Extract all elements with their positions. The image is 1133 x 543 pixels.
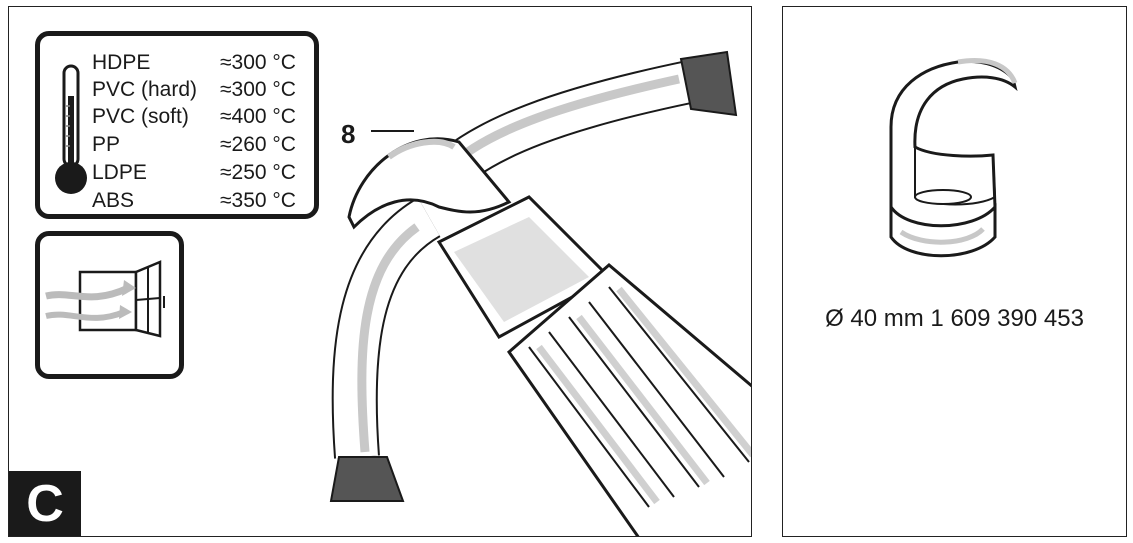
- material-name: PP: [92, 133, 121, 156]
- material-name: ABS: [92, 189, 135, 212]
- material-temperature: ≈250 °C: [220, 161, 296, 184]
- material-temperature: ≈300 °C: [220, 78, 296, 101]
- ventilation-window-icon: [45, 260, 165, 338]
- material-temperature: ≈300 °C: [220, 51, 296, 74]
- material-name: PVC (hard): [92, 78, 198, 101]
- material-temperature: ≈400 °C: [220, 105, 296, 128]
- callout-number: 8: [341, 119, 356, 149]
- figure-panel-main: HDPE ≈300 °C PVC (hard) ≈300 °C PVC (sof…: [8, 6, 752, 537]
- temp-row-pvc-hard: PVC (hard) ≈300 °C: [92, 77, 312, 103]
- temp-row-pp: PP ≈260 °C: [92, 132, 312, 158]
- heat-gun-hose-illustration: [329, 50, 751, 536]
- material-name: HDPE: [92, 51, 151, 74]
- material-name: LDPE: [92, 161, 147, 184]
- ventilation-box: [35, 231, 184, 379]
- temperature-table-box: HDPE ≈300 °C PVC (hard) ≈300 °C PVC (sof…: [35, 31, 319, 219]
- material-name: PVC (soft): [92, 105, 189, 128]
- figure-letter: C: [9, 471, 81, 536]
- temp-row-pvc-soft: PVC (soft) ≈400 °C: [92, 104, 312, 130]
- material-temperature: ≈350 °C: [220, 189, 296, 212]
- temp-row-abs: ABS ≈350 °C: [92, 188, 312, 214]
- accessory-caption: Ø 40 mm 1 609 390 453: [825, 305, 1084, 332]
- reflector-nozzle-illustration: [889, 58, 1018, 258]
- temp-row-ldpe: LDPE ≈250 °C: [92, 160, 312, 186]
- thermometer-icon: [55, 64, 87, 194]
- material-temperature: ≈260 °C: [220, 133, 296, 156]
- figure-panel-accessory: Ø 40 mm 1 609 390 453: [782, 6, 1127, 537]
- temp-row-hdpe: HDPE ≈300 °C: [92, 50, 312, 76]
